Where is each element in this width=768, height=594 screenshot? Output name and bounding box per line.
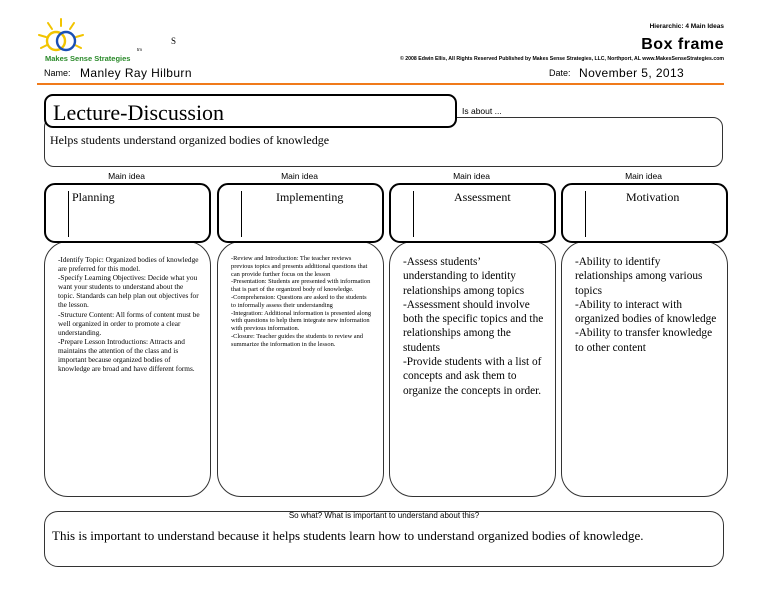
detail-item: -Comprehension: Questions are asked to t…	[231, 293, 367, 309]
detail-item: -Specify Learning Objectives: Decide wha…	[58, 273, 199, 310]
detail-item: -Presentation: Students are presented wi…	[231, 278, 371, 294]
makes-sense-logo-icon	[38, 18, 84, 52]
main-idea-label: Main idea	[625, 171, 662, 181]
document-title: Box frame	[641, 36, 724, 53]
trademark-mark: tm	[137, 47, 142, 52]
detail-item: -Ability to transfer knowledge to other …	[575, 327, 713, 354]
brand-name: Makes Sense Strategies	[45, 54, 131, 63]
so-what-label: So what? What is important to understand…	[288, 511, 480, 520]
main-idea-title: Planning	[72, 190, 115, 204]
date-label: Date:	[549, 68, 571, 78]
hierarchic-label: Hierarchic: 4 Main Ideas	[649, 23, 724, 30]
details-list: -Assess students’ understanding to ident…	[403, 255, 545, 398]
details-box-assessment: -Assess students’ understanding to ident…	[389, 241, 556, 497]
detail-item: -Assess students’ understanding to ident…	[403, 256, 525, 297]
name-value: Manley Ray Hilburn	[80, 66, 192, 80]
topic-title: Lecture-Discussion	[53, 100, 225, 125]
box-divider	[585, 191, 586, 237]
detail-item: -Integration: Additional information is …	[231, 309, 372, 333]
detail-item: -Assessment should involve both the spec…	[403, 298, 544, 354]
details-list: -Ability to identify relationships among…	[575, 255, 717, 355]
header-divider	[37, 83, 724, 85]
detail-item: -Review and Introduction: The teacher re…	[231, 255, 368, 278]
main-idea-title: Implementing	[276, 190, 344, 204]
date-value: November 5, 2013	[579, 66, 685, 80]
detail-item: -Identify Topic: Organized bodies of kno…	[58, 255, 199, 274]
details-box-motivation: -Ability to identify relationships among…	[561, 241, 728, 497]
main-idea-box-motivation: Motivation	[561, 183, 728, 243]
details-box-implementing: -Review and Introduction: The teacher re…	[217, 241, 384, 497]
box-divider	[413, 191, 414, 237]
main-idea-label: Main idea	[281, 171, 318, 181]
main-idea-title: Motivation	[626, 190, 680, 204]
main-idea-title: Assessment	[454, 190, 511, 204]
details-list: -Review and Introduction: The teacher re…	[231, 255, 373, 349]
details-list: -Identify Topic: Organized bodies of kno…	[58, 255, 200, 373]
detail-item: -Closure: Teacher guides the students to…	[231, 332, 364, 348]
copyright-line: © 2008 Edwin Ellis, All Rights Reserved …	[399, 56, 724, 62]
detail-item: -Provide students with a list of concept…	[403, 356, 542, 397]
detail-item: -Structure Content: All forms of content…	[58, 309, 200, 337]
main-idea-box-implementing: Implementing	[217, 183, 384, 243]
detail-item: -Ability to identify relationships among…	[575, 256, 703, 297]
details-box-planning: -Identify Topic: Organized bodies of kno…	[44, 241, 211, 497]
detail-item: -Ability to interact with organized bodi…	[575, 298, 717, 326]
main-idea-label: Main idea	[108, 171, 145, 181]
so-what-text: This is important to understand because …	[52, 528, 644, 543]
is-about-label: Is about ...	[462, 106, 502, 116]
main-idea-box-assessment: Assessment	[389, 183, 556, 243]
box-divider	[68, 191, 69, 237]
box-divider	[241, 191, 242, 237]
detail-item: -Prepare Lesson Introductions: Attracts …	[58, 336, 195, 374]
so-what-box	[44, 511, 724, 567]
main-idea-label: Main idea	[453, 171, 490, 181]
topic-description: Helps students understand organized bodi…	[50, 133, 330, 147]
name-label: Name:	[44, 68, 71, 78]
stray-s-mark: S	[171, 36, 177, 46]
topic-title-box: Lecture-Discussion	[44, 94, 457, 128]
main-idea-box-planning: Planning	[44, 183, 211, 243]
